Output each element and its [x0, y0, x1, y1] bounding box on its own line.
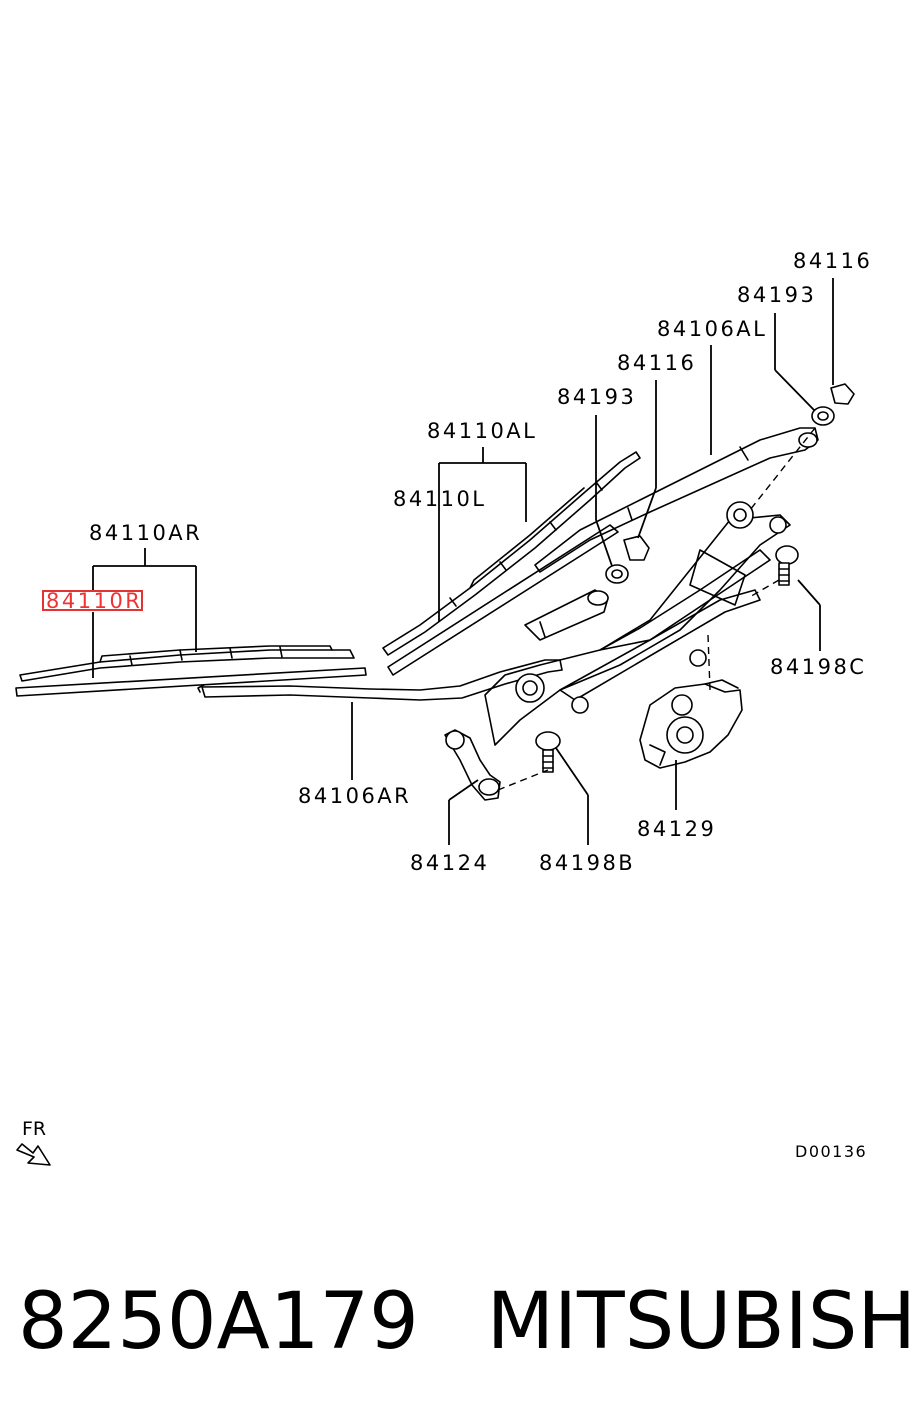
label-84106AR: 84106AR [298, 784, 411, 808]
part-number: 8250A179 [18, 1277, 419, 1367]
bolt-84198B[interactable] [535, 731, 561, 773]
wiper-arm-left[interactable] [534, 427, 819, 573]
nut-84193-upper[interactable] [811, 406, 835, 426]
front-arrow-icon [16, 1143, 51, 1166]
part-footer: 8250A179 MITSUBISHI [18, 1262, 909, 1382]
label-84110L: 84110L [393, 487, 487, 511]
wiper-motor[interactable] [639, 679, 743, 769]
highlight-box [42, 590, 143, 611]
direction-label: FR [22, 1118, 46, 1140]
label-84198C: 84198C [770, 655, 866, 679]
label-84106AL: 84106AL [657, 317, 767, 341]
label-84116-mid: 84116 [617, 351, 696, 375]
label-84193-top: 84193 [737, 283, 816, 307]
leader-lines [92, 278, 834, 845]
label-84124: 84124 [410, 851, 489, 875]
brand-name: MITSUBISHI [486, 1277, 909, 1367]
diagram-code: D00136 [795, 1142, 867, 1161]
label-84110AL: 84110AL [427, 419, 537, 443]
label-84110AR: 84110AR [89, 521, 202, 545]
alignment-lines [497, 427, 816, 791]
label-84129: 84129 [637, 817, 716, 841]
cap-84116-upper[interactable] [830, 383, 855, 405]
pivot-bracket[interactable] [444, 729, 501, 801]
label-84116-top: 84116 [793, 249, 872, 273]
wiper-arm-right[interactable] [197, 589, 609, 701]
wiper-linkage[interactable] [484, 501, 791, 746]
bolt-84198C[interactable] [775, 545, 799, 586]
label-84193-mid: 84193 [557, 385, 636, 409]
cap-84116-mid[interactable] [623, 535, 650, 561]
label-84198B: 84198B [539, 851, 635, 875]
wiper-blade-left[interactable] [382, 451, 641, 676]
nut-84193-mid[interactable] [605, 564, 629, 584]
wiper-blade-right[interactable] [15, 645, 367, 697]
label-84110R-highlighted[interactable]: 84110R [46, 589, 142, 613]
